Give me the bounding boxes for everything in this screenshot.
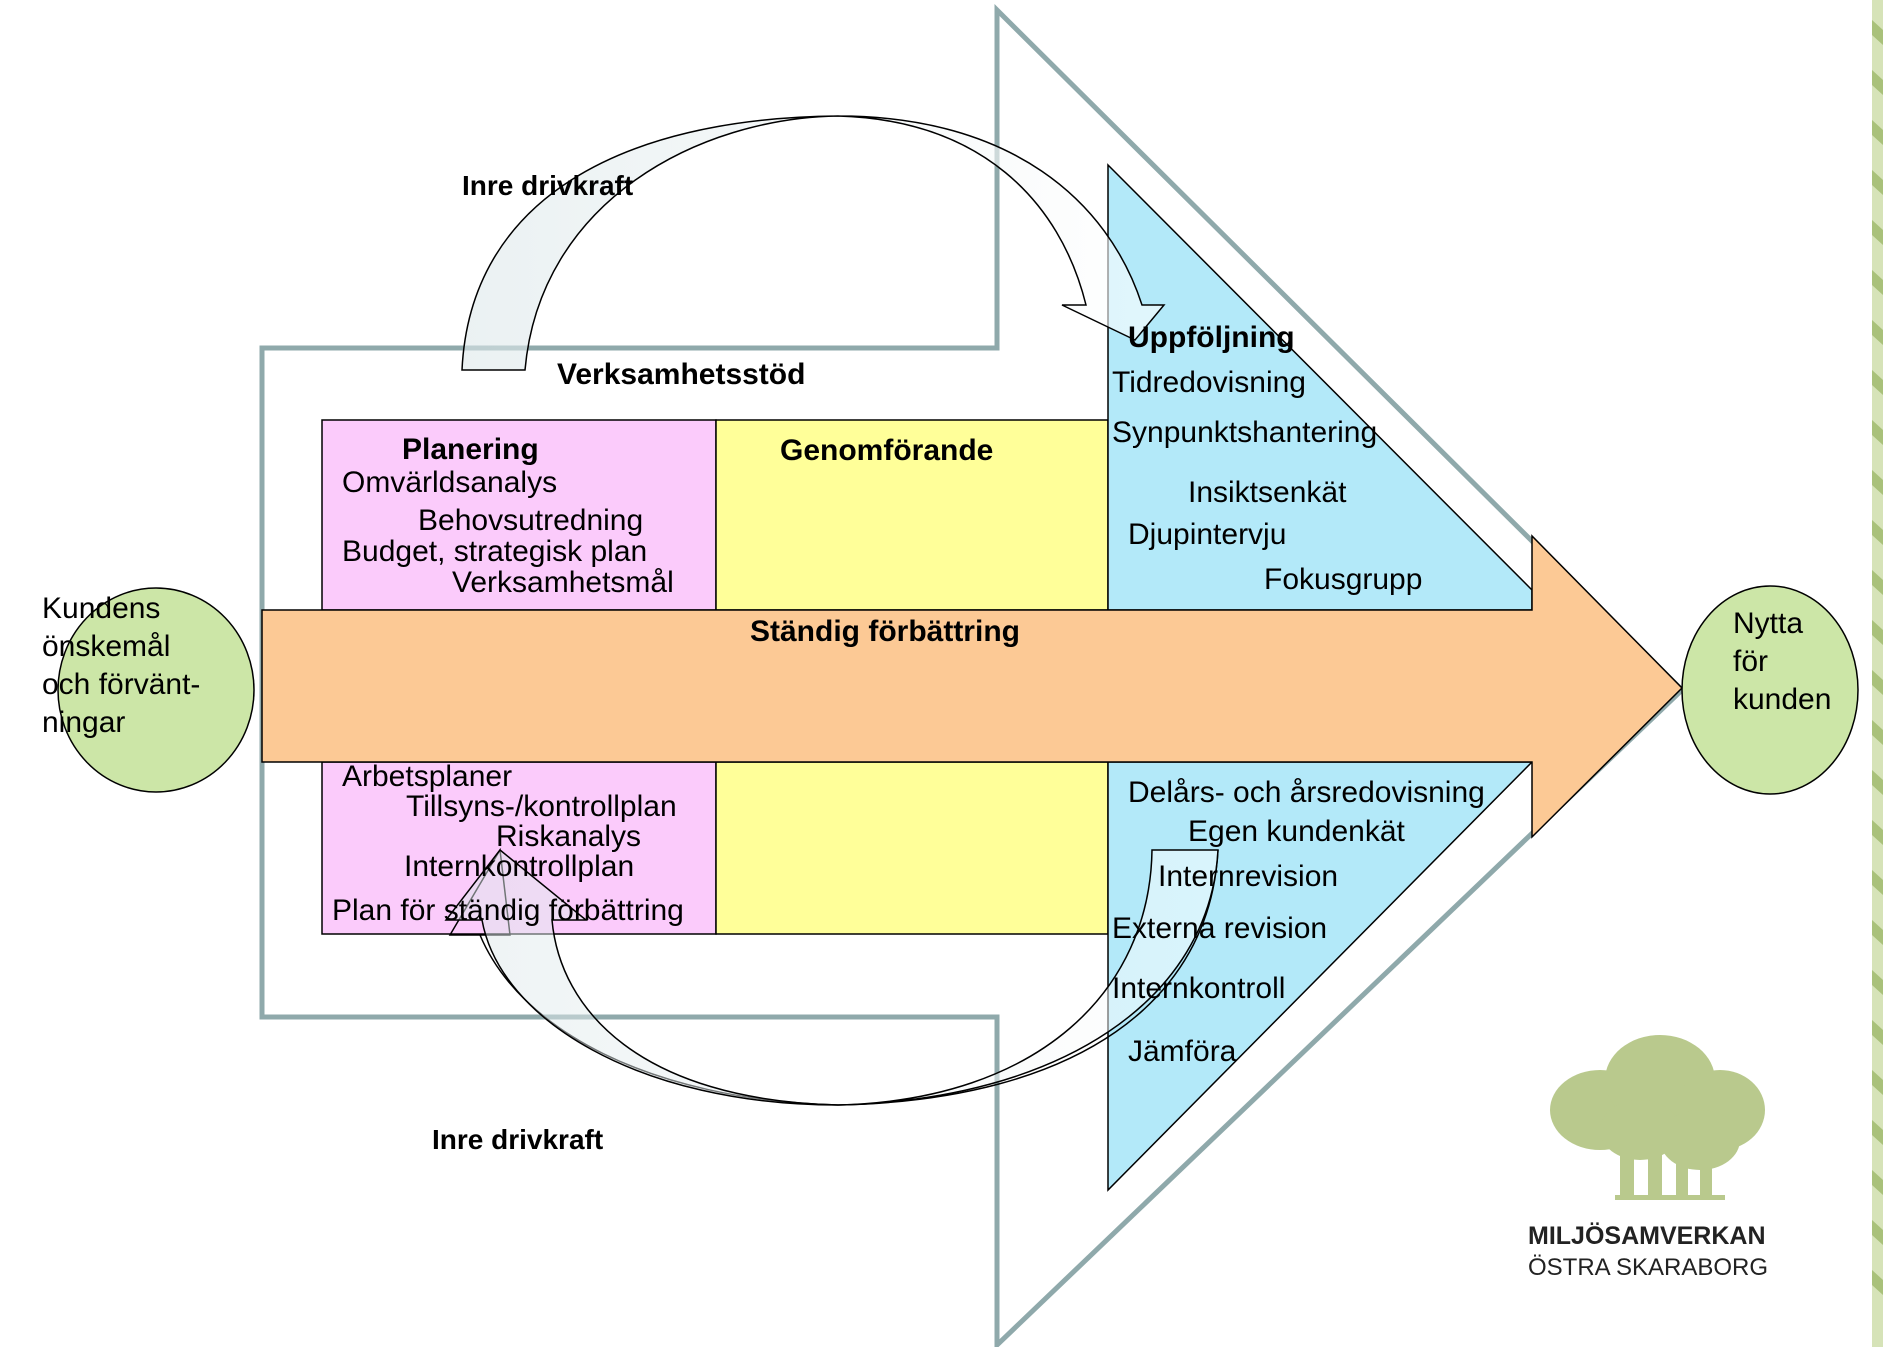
bottom-curved-arrow-body: [444, 848, 1219, 1106]
execution-lower-box: [715, 761, 1109, 935]
bottom-driving-force-label: Inre drivkraft: [432, 1124, 604, 1155]
planning-box: [321, 419, 717, 611]
followup-lower-item: Externa revision: [1112, 912, 1328, 945]
customer-value-circle: [1681, 585, 1859, 795]
planning-title: Planering: [402, 433, 539, 466]
circle-line: för: [1733, 645, 1769, 678]
continuous-improvement-arrow: [261, 534, 1684, 839]
circle-line: och förvänt-: [42, 668, 201, 701]
logo-subtitle: ÖSTRA SKARABORG: [1528, 1254, 1769, 1281]
followup-item: Tidredovisning: [1112, 366, 1306, 399]
logo-name: MILJÖSAMVERKAN: [1528, 1222, 1766, 1250]
customer-wishes-label: Kundens önskemål och förvänt- ningar: [42, 590, 200, 742]
planning-item: Verksamhetsmål: [452, 566, 674, 599]
circle-line: önskemål: [42, 630, 171, 663]
customer-value-label: Nytta för kunden: [1733, 605, 1831, 719]
planning-lower-item: Internkontrollplan: [404, 850, 635, 883]
execution-title: Genomförande: [780, 434, 994, 467]
planning-lower-item: Tillsyns-/kontrollplan: [406, 790, 677, 823]
followup-lower-item: Delårs- och årsredovisning: [1128, 776, 1485, 809]
planning-lower-item: Arbetsplaner: [342, 760, 513, 793]
planning-item: Omvärldsanalys: [342, 466, 558, 499]
top-driving-force-label: Inre drivkraft: [462, 170, 634, 201]
followup-item: Fokusgrupp: [1264, 563, 1423, 596]
planning-item: Behovsutredning: [418, 504, 644, 537]
logo-tree-icon: [1550, 1035, 1765, 1200]
followup-item: Djupintervju: [1128, 518, 1287, 551]
execution-box: [715, 419, 1109, 611]
followup-item: Synpunktshantering: [1112, 416, 1378, 449]
continuous-improvement-label: Ständig förbättring: [750, 615, 1020, 648]
side-stripe-pattern: [1872, 0, 1883, 1347]
followup-lower-item: Jämföra: [1128, 1035, 1237, 1068]
top-curved-arrow: [461, 115, 1166, 371]
customer-wishes-circle: [57, 587, 255, 793]
support-outline-arrow: [259, 3, 1686, 1347]
circle-line: Nytta: [1733, 607, 1804, 640]
circle-line: ningar: [42, 706, 126, 739]
followup-item: Insiktsenkät: [1188, 476, 1347, 509]
followup-lower-item: Egen kundenkät: [1188, 815, 1405, 848]
support-label: Verksamhetsstöd: [557, 358, 806, 391]
followup-lower-item: Internkontroll: [1112, 972, 1286, 1005]
planning-lower-item: Plan för ständig förbättring: [332, 894, 684, 927]
circle-line: kunden: [1733, 683, 1832, 716]
planning-lower-item: Riskanalys: [496, 820, 642, 853]
planning-item: Budget, strategisk plan: [342, 535, 648, 568]
followup-title: Uppföljning: [1128, 321, 1295, 354]
circle-line: Kundens: [42, 592, 161, 625]
followup-lower-item: Internrevision: [1158, 860, 1339, 893]
